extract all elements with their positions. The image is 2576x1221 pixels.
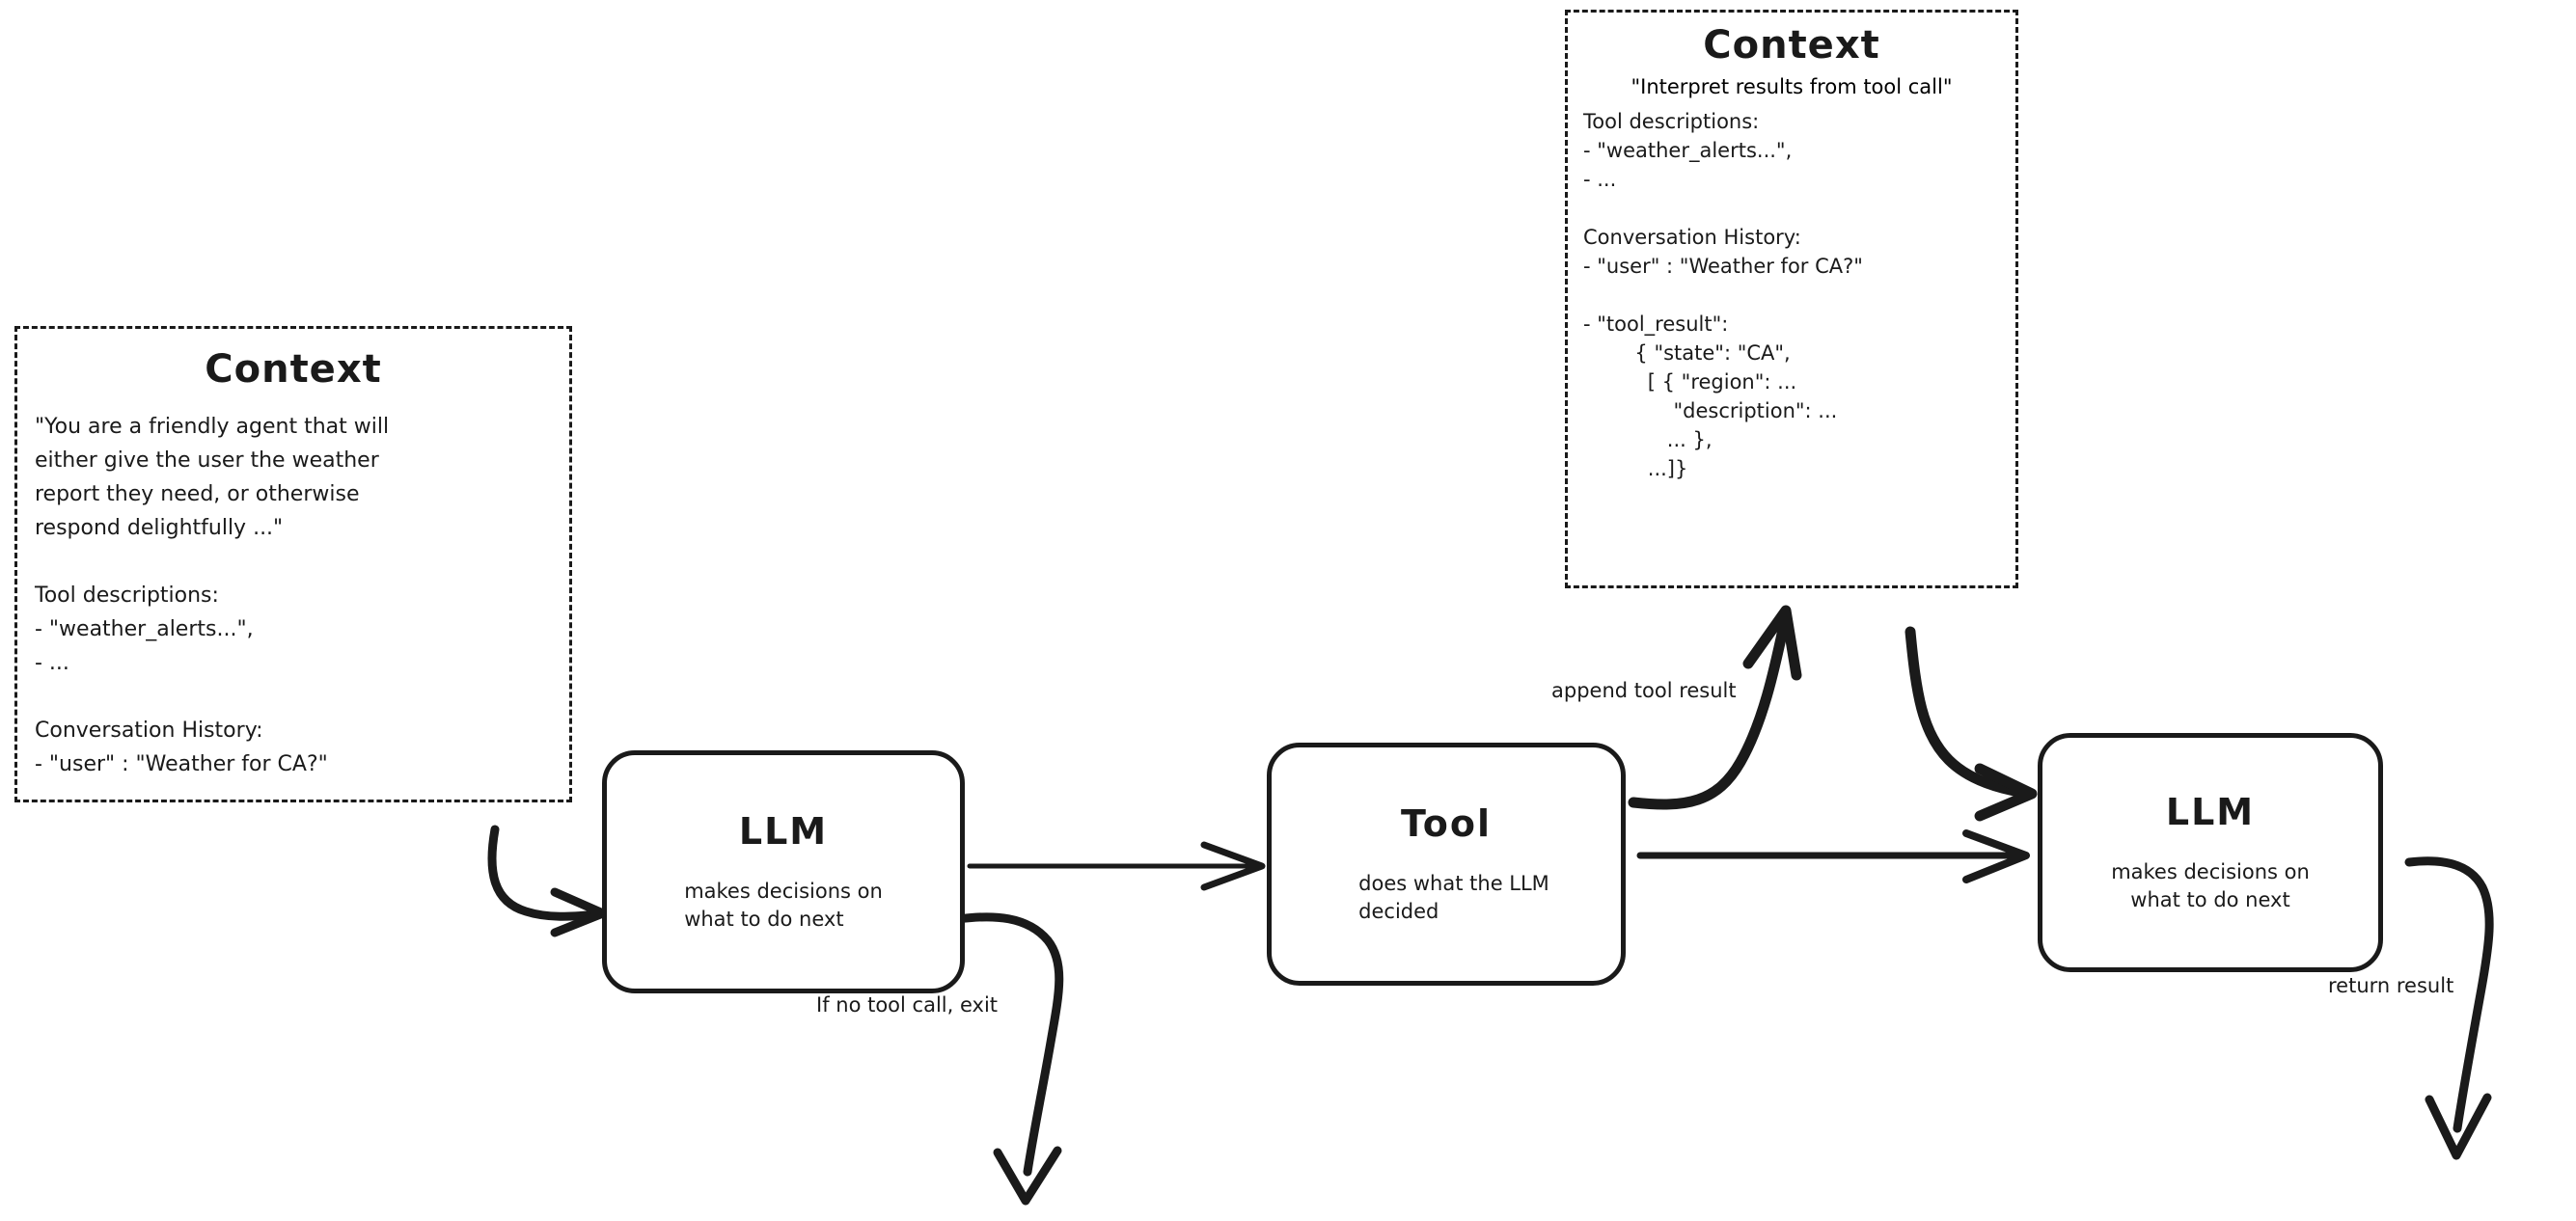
edge-label-if-no-tool-call-exit: If no tool call, exit — [816, 993, 999, 1017]
node-llm-second-subtitle: makes decisions on what to do next — [2111, 860, 2310, 911]
edge-context-to-llm1 — [487, 825, 608, 937]
context-left-title: Context — [205, 347, 382, 392]
node-llm-first-title: LLM — [738, 810, 829, 853]
context-box-initial: Context "You are a friendly agent that w… — [14, 326, 572, 802]
edge-label-append-tool-result: append tool result — [1551, 679, 1737, 702]
node-llm-second[interactable]: LLM makes decisions on what to do next — [2038, 733, 2383, 972]
edge-append-tool-result — [1628, 605, 1802, 810]
node-llm-first-subtitle: makes decisions on what to do next — [684, 880, 883, 931]
context-right-quote: "Interpret results from tool call" — [1631, 75, 1953, 98]
node-llm-first[interactable]: LLM makes decisions on what to do next — [602, 750, 965, 993]
edge-context-to-llm2 — [1905, 626, 2038, 822]
edge-label-return-result: return result — [2328, 974, 2454, 997]
context-left-body: "You are a friendly agent that will eith… — [35, 415, 390, 776]
node-tool-title: Tool — [1400, 802, 1493, 845]
node-tool-subtitle: does what the LLM decided — [1358, 872, 1549, 923]
context-box-updated: Context "Interpret results from tool cal… — [1565, 10, 2018, 588]
edge-tool-to-llm2 — [1636, 829, 2030, 883]
node-llm-second-title: LLM — [2165, 791, 2256, 833]
edge-if-no-tool-call-exit — [953, 912, 1064, 1206]
edge-return-result — [2404, 856, 2494, 1160]
edge-llm1-to-tool — [967, 841, 1266, 891]
context-right-title: Context — [1703, 23, 1880, 68]
node-tool[interactable]: Tool does what the LLM decided — [1267, 743, 1626, 986]
context-right-body: Tool descriptions: - "weather_alerts..."… — [1583, 110, 1863, 480]
